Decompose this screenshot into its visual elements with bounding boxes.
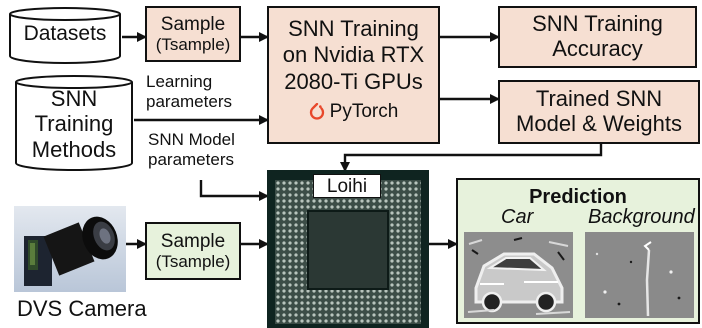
prediction-title: Prediction — [529, 186, 627, 208]
trained-line-2: Model & Weights — [516, 111, 682, 136]
sample-top-label: Sample — [160, 13, 226, 35]
accuracy-line-1: SNN Training — [532, 11, 663, 37]
training-methods-node: SNN Training Methods — [14, 74, 134, 172]
sample-bottom-label: Sample — [160, 230, 226, 252]
snn-training-box: SNN Training on Nvidia RTX 2080-Ti GPUs … — [267, 6, 440, 144]
learning-parameters-line-2: parameters — [146, 91, 232, 111]
loihi-chip-core — [307, 210, 389, 290]
loihi-label: Loihi — [313, 174, 381, 198]
pytorch-logo: PyTorch — [309, 101, 399, 124]
database-cylinder-icon — [15, 75, 133, 171]
training-methods-line-3: Methods — [31, 136, 117, 162]
learning-parameters-label: Learning parameters — [146, 72, 232, 111]
dvs-camera-image — [14, 206, 126, 292]
training-accuracy-box: SNN Training Accuracy — [498, 6, 697, 68]
trained-model-box: Trained SNN Model & Weights — [498, 80, 700, 144]
prediction-background-label: Background — [588, 206, 695, 228]
training-methods-line-2: Training — [34, 111, 114, 137]
training-methods-line-1: SNN — [50, 86, 98, 111]
training-line-2: on Nvidia RTX — [282, 42, 425, 68]
loihi-chip: Loihi — [267, 170, 429, 328]
model-parameters-line-1: SNN Model — [148, 130, 235, 149]
database-cylinder-icon — [9, 7, 121, 64]
pytorch-label: PyTorch — [329, 101, 399, 123]
sample-top-sublabel: (Tsample) — [155, 35, 231, 55]
arrow-trained-to-loihi — [340, 144, 603, 172]
background-event-frame-icon — [585, 232, 694, 318]
snn-model-parameters-label: SNN Model parameters — [148, 130, 235, 169]
sample-bottom-sublabel: (Tsample) — [155, 252, 231, 272]
arrow-model-params-to-loihi — [199, 180, 269, 201]
dvs-camera-label: DVS Camera — [17, 296, 147, 321]
sample-box-bottom: Sample (Tsample) — [145, 222, 241, 280]
camera-icon — [24, 216, 118, 286]
model-parameters-line-2: parameters — [148, 149, 234, 169]
learning-parameters-line-1: Learning — [146, 72, 213, 91]
prediction-background-image — [585, 232, 694, 318]
training-line-1: SNN Training — [288, 16, 419, 41]
training-line-3: 2080-Ti GPUs — [284, 68, 423, 94]
prediction-car-label: Car — [501, 206, 534, 228]
datasets-node: Datasets — [8, 6, 122, 64]
trained-line-1: Trained SNN — [535, 86, 663, 112]
accuracy-line-2: Accuracy — [552, 36, 643, 61]
sample-box-top: Sample (Tsample) — [145, 6, 241, 62]
prediction-car-image — [464, 232, 573, 318]
car-event-frame-icon — [464, 232, 573, 318]
datasets-label: Datasets — [23, 22, 107, 45]
pytorch-flame-icon — [309, 103, 324, 120]
